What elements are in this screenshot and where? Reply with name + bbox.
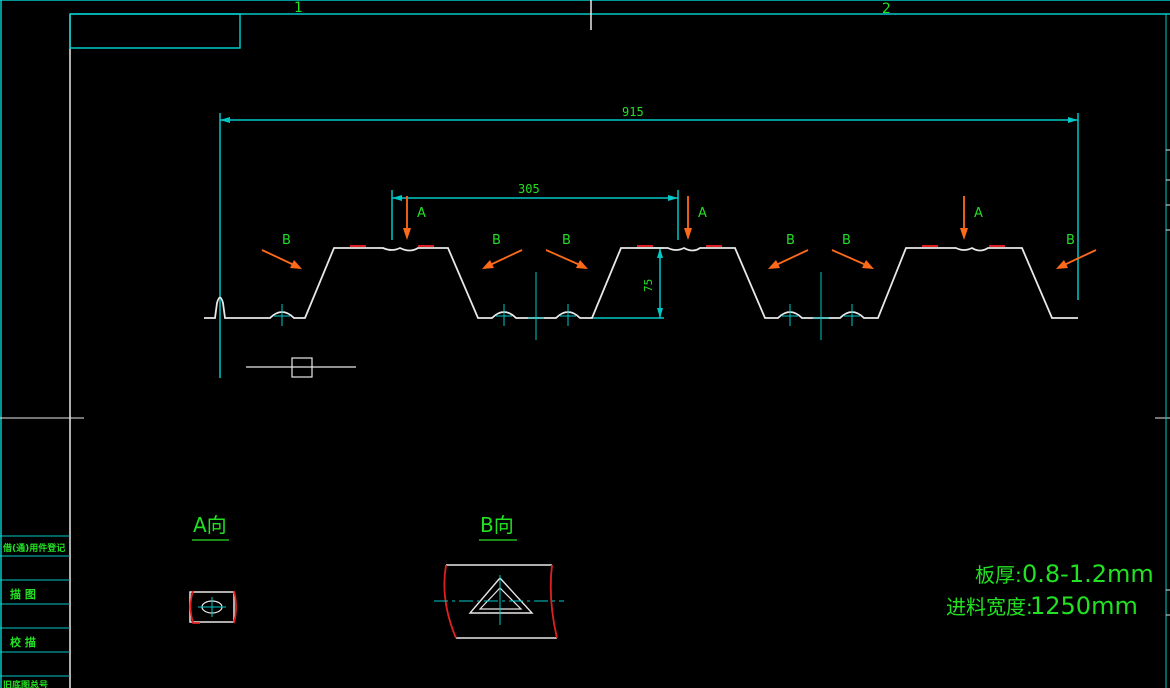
spec-thickness-label: 板厚: bbox=[975, 563, 1022, 587]
seam-symbol bbox=[246, 357, 356, 378]
detail-view-b-title: B向 bbox=[480, 513, 514, 537]
dimension-pitch: 305 bbox=[391, 182, 679, 240]
table-cell-old-drawing-no: 旧底图总号 bbox=[3, 679, 48, 688]
view-mark-b-3: B bbox=[562, 233, 571, 248]
dimension-overall-label: 915 bbox=[622, 105, 644, 119]
specifications: 板厚: 0.8-1.2mm 进料宽度: 1250mm bbox=[946, 560, 1154, 620]
zone-label-1: 1 bbox=[294, 0, 303, 16]
view-mark-b-6: B bbox=[1066, 233, 1075, 248]
table-cell-registration: 借(通)用件登记 bbox=[2, 542, 65, 554]
view-mark-a-1: A bbox=[417, 206, 426, 221]
view-mark-b-5: B bbox=[842, 233, 851, 248]
deck-profile-section bbox=[204, 246, 1078, 319]
spec-thickness-value: 0.8-1.2mm bbox=[1022, 560, 1154, 588]
side-record-table: 借(通)用件登记 描 图 校 描 旧底图总号 bbox=[0, 535, 70, 688]
detail-view-a: A向 bbox=[189, 513, 237, 624]
center-marks bbox=[274, 272, 860, 340]
view-arrows-a: A A A bbox=[403, 196, 983, 240]
dimension-height: 75 bbox=[590, 247, 664, 319]
table-cell-check: 校 描 bbox=[10, 635, 36, 649]
spec-width-value: 1250mm bbox=[1030, 592, 1138, 620]
dimension-overall: 915 bbox=[219, 105, 1079, 378]
view-mark-b-1: B bbox=[282, 233, 291, 248]
view-mark-a-3: A bbox=[974, 206, 983, 221]
view-mark-b-4: B bbox=[786, 233, 795, 248]
dimension-height-label: 75 bbox=[642, 279, 655, 292]
dimension-pitch-label: 305 bbox=[518, 182, 540, 196]
view-mark-b-2: B bbox=[492, 233, 501, 248]
detail-view-b: B向 bbox=[434, 513, 564, 639]
table-cell-tracing: 描 图 bbox=[10, 587, 36, 601]
view-arrows-b: B B B B B B bbox=[261, 233, 1097, 269]
zone-label-2: 2 bbox=[882, 1, 891, 17]
detail-view-a-title: A向 bbox=[193, 513, 227, 537]
view-mark-a-2: A bbox=[698, 206, 707, 221]
spec-width-label: 进料宽度: bbox=[946, 595, 1033, 619]
